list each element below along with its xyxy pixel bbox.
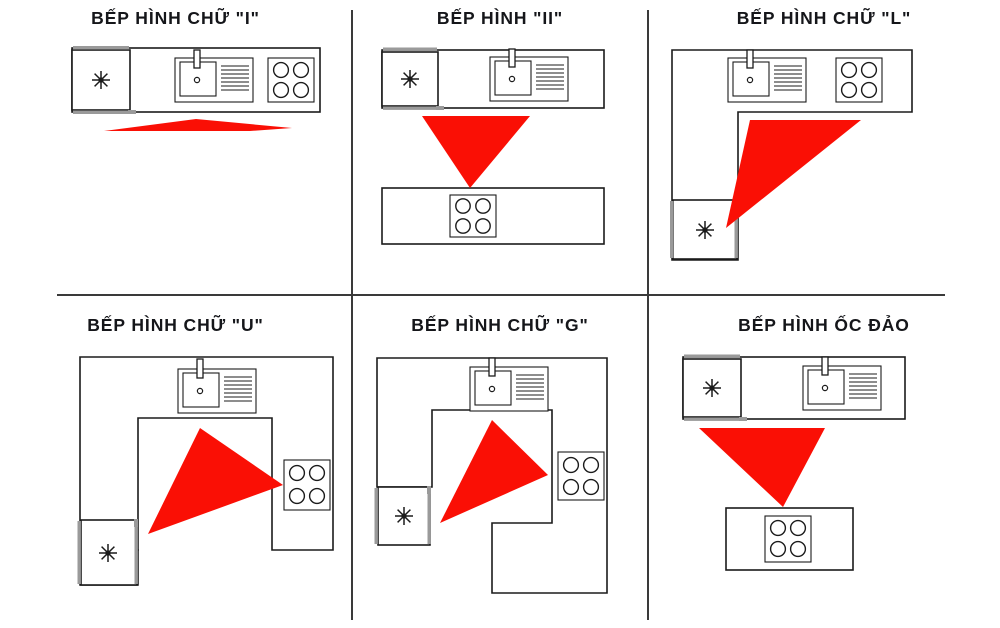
snowflake-icon-l: [696, 221, 714, 239]
snowflake-icon-i: [92, 71, 110, 89]
divider-vertical-right: [647, 10, 649, 620]
stove-four-burner-icon-l: [835, 57, 883, 103]
panel-layout-i: BẾP HÌNH CHỮ "I": [0, 0, 351, 294]
snowflake-icon-u: [99, 544, 117, 562]
stove-four-burner-icon-i: [267, 57, 315, 103]
work-triangle-shape-island: [699, 428, 825, 507]
panel-layout-island: BẾP HÌNH ỐC ĐẢO: [648, 295, 1000, 628]
sink-icon-island: [802, 356, 882, 411]
plan-u: [0, 295, 351, 628]
panel-title-i: BẾP HÌNH CHỮ "I": [91, 8, 260, 28]
refrigerator-cell-l: [670, 199, 738, 260]
work-triangle-shape-g: [440, 420, 548, 523]
plan-l: [648, 0, 1000, 294]
plan-ii: [352, 0, 648, 294]
panel-layout-g: BẾP HÌNH CHỮ "G": [352, 295, 648, 628]
panel-layout-ii: BẾP HÌNH "II": [352, 0, 648, 294]
work-triangle-shape-ii: [422, 116, 530, 188]
stove-four-burner-icon-u: [283, 459, 331, 511]
panel-title-u: BẾP HÌNH CHỮ "U": [87, 315, 264, 335]
sink-icon-u: [177, 358, 257, 414]
work-triangle-shape-i: [104, 119, 292, 131]
plan-island: [648, 295, 1000, 628]
plan-g: [352, 295, 648, 628]
sink-icon-i: [174, 49, 254, 103]
panel-layout-u: BẾP HÌNH CHỮ "U": [0, 295, 351, 628]
panel-title-ii: BẾP HÌNH "II": [436, 8, 564, 28]
divider-vertical-left: [351, 10, 353, 620]
stove-four-burner-icon-g: [557, 451, 605, 501]
snowflake-icon-ii: [401, 70, 419, 88]
sink-icon-g: [469, 357, 549, 412]
sink-icon-l: [727, 49, 807, 103]
stove-four-burner-icon-island: [764, 515, 812, 563]
sink-icon-ii: [489, 48, 569, 102]
snowflake-icon-island: [703, 379, 721, 397]
snowflake-icon-g: [395, 507, 413, 525]
work-triangle-shape-u: [148, 428, 283, 534]
stove-four-burner-icon-ii: [449, 194, 497, 238]
panel-layout-l: BẾP HÌNH CHỮ "L": [648, 0, 1000, 294]
panel-title-l: BẾP HÌNH CHỮ "L": [736, 8, 912, 28]
panel-title-g: BẾP HÌNH CHỮ "G": [411, 315, 589, 335]
work-triangle-shape-l: [726, 120, 861, 228]
plan-i: [0, 0, 351, 294]
panel-title-island: BẾP HÌNH ỐC ĐẢO: [738, 315, 910, 335]
divider-horizontal: [57, 294, 945, 296]
